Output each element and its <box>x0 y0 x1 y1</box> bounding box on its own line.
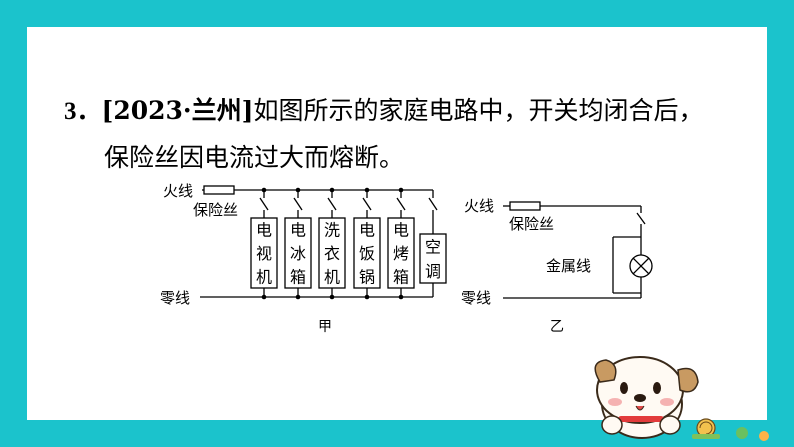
appliance-label-char: 箱 <box>290 267 306 286</box>
appliance-label-char: 机 <box>256 267 272 286</box>
question-text: 3．[2023·兰州]如图所示的家庭电路中，开关均闭合后， 保险丝因电流过大而熔… <box>64 88 744 181</box>
appliance-label-char: 饭 <box>359 244 375 263</box>
flower-icon <box>736 427 769 441</box>
question-source: [2023·兰州] <box>101 96 254 125</box>
question-line-2: 保险丝因电流过大而熔断。 <box>104 143 405 172</box>
appliance-label-char: 电 <box>290 221 306 240</box>
appliance-label-char: 电 <box>359 221 375 240</box>
live-label-b: 火线 <box>464 197 494 215</box>
appliance-label-char: 冰 <box>290 244 306 263</box>
appliance-label-char: 衣 <box>324 244 340 263</box>
puppy-icon <box>594 356 699 439</box>
switch-blade <box>259 197 269 211</box>
metal-wire-label: 金属线 <box>546 257 591 275</box>
fuse-label-b: 保险丝 <box>509 215 554 233</box>
circuit-b <box>503 201 653 299</box>
appliance-label-char: 机 <box>324 267 340 286</box>
switch-b-blade <box>636 212 646 225</box>
neutral-label-b: 零线 <box>461 289 491 307</box>
appliance-label-char: 电 <box>256 221 272 240</box>
switch-blade <box>362 197 372 211</box>
appliance-label-char: 视 <box>256 244 272 263</box>
appliance-label-char: 空 <box>425 237 441 256</box>
switch-blade <box>396 197 406 211</box>
content-panel <box>27 27 767 420</box>
caption-a: 甲 <box>318 319 332 335</box>
question-line-1: 3．[2023·兰州]如图所示的家庭电路中，开关均闭合后， <box>64 96 704 125</box>
appliance-label-char: 箱 <box>393 267 409 286</box>
live-label-a: 火线 <box>163 182 193 200</box>
switch-blade <box>327 197 337 211</box>
switch-blade <box>293 197 303 211</box>
caption-b: 乙 <box>550 319 564 335</box>
circuit-a-text: 火线 保险丝 零线 甲 <box>160 182 332 335</box>
question-number: 3 <box>64 98 77 125</box>
switch-blade <box>428 197 438 211</box>
appliance-label-char: 电 <box>393 221 409 240</box>
appliance-label-char: 洗 <box>324 221 340 240</box>
lamp-cross-2 <box>632 257 650 275</box>
fuse-label-a: 保险丝 <box>193 201 238 219</box>
question-stem: 如图所示的家庭电路中，开关均闭合后， <box>253 96 704 125</box>
appliance-label-char: 调 <box>425 262 441 281</box>
circuit-b-text: 火线 保险丝 金属线 零线 乙 <box>461 197 591 335</box>
appliance-label-char: 锅 <box>359 267 375 286</box>
appliance-label-char: 烤 <box>393 244 409 263</box>
snail-icon <box>692 418 720 439</box>
neutral-label-a: 零线 <box>160 289 190 307</box>
